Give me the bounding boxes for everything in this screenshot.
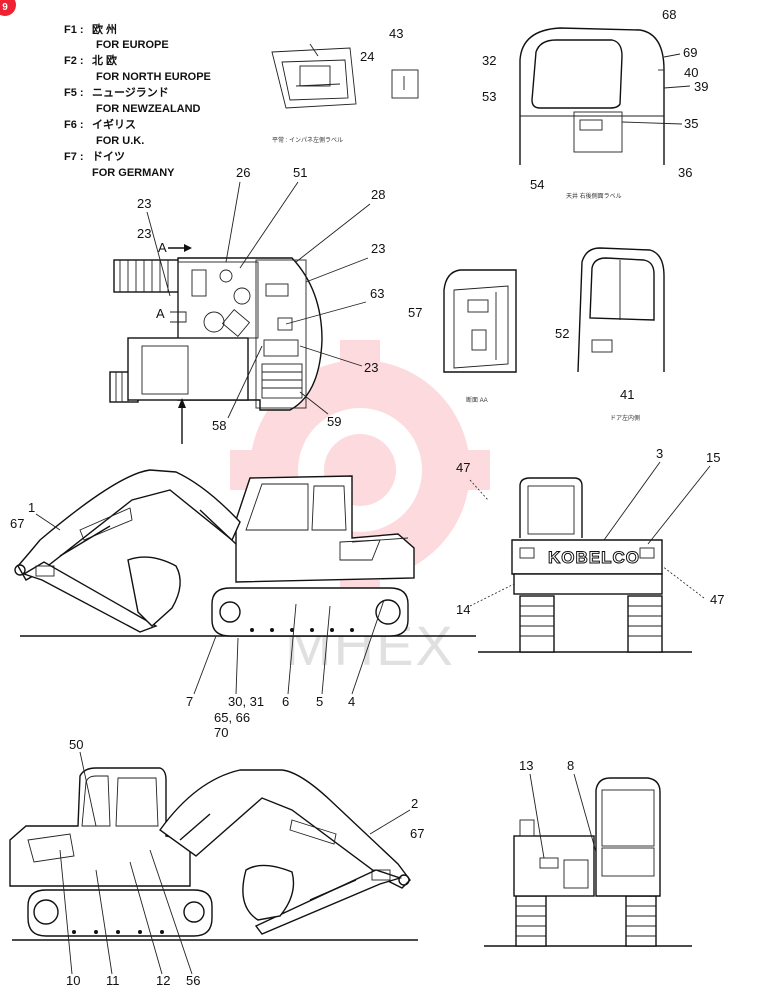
part-58: 58 — [212, 418, 226, 433]
part-23-a: 23 — [137, 196, 151, 211]
excavator-front-view — [484, 777, 692, 947]
panel-caption: 平常 : インパネ左側ラベル — [272, 136, 343, 144]
excavator-side-view-right — [14, 469, 476, 637]
part-a-side: A — [156, 306, 165, 321]
excavator-rear-view: KOBELCO — [478, 477, 692, 653]
part-51: 51 — [293, 165, 307, 180]
door-detail: ドア左内側 — [577, 247, 665, 422]
part-43: 43 — [389, 26, 403, 41]
part-1: 1 — [28, 500, 35, 515]
cab-rear-detail: 天井 右後側面ラベル — [519, 27, 665, 200]
legend-name-f2: FOR NORTH EUROPE — [96, 71, 211, 83]
part-35: 35 — [684, 116, 698, 131]
brand-decal: KOBELCO — [548, 548, 640, 567]
legend-region-f7: ドイツ — [92, 150, 125, 163]
part-4: 4 — [348, 694, 355, 709]
legend-code-f2: F2 : — [64, 55, 84, 67]
part-23-c: 23 — [371, 241, 385, 256]
part-56: 56 — [186, 973, 200, 988]
legend-code-f7: F7 : — [64, 151, 84, 163]
region-legend: F1 : 欧 州 FOR EUROPE F2 : 北 欧 FOR NORTH E… — [64, 22, 211, 179]
part-5: 5 — [316, 694, 323, 709]
part-24: 24 — [360, 49, 374, 64]
legend-region-f1: 欧 州 — [92, 22, 117, 36]
part-32: 32 — [482, 53, 496, 68]
part-53: 53 — [482, 89, 496, 104]
part-14: 14 — [456, 602, 470, 617]
section-view-aa: 断面 AA — [443, 269, 517, 404]
part-6: 6 — [282, 694, 289, 709]
legend-region-f5: ニュージランド — [92, 86, 169, 99]
part-68: 68 — [662, 7, 676, 22]
part-63: 63 — [370, 286, 384, 301]
legend-region-f6: イギリス — [92, 117, 136, 131]
part-30-31: 30, 31 — [228, 694, 264, 709]
part-13: 13 — [519, 758, 533, 773]
part-28: 28 — [371, 187, 385, 202]
part-7: 7 — [186, 694, 193, 709]
part-69: 69 — [683, 45, 697, 60]
part-23-b: 23 — [137, 226, 151, 241]
door-caption: ドア左内側 — [610, 414, 640, 422]
part-54: 54 — [530, 177, 544, 192]
part-8: 8 — [567, 758, 574, 773]
legend-name-f5: FOR NEWZEALAND — [96, 103, 201, 115]
legend-name-f7: FOR GERMANY — [92, 167, 175, 179]
part-10: 10 — [66, 973, 80, 988]
part-26: 26 — [236, 165, 250, 180]
part-15: 15 — [706, 450, 720, 465]
part-36: 36 — [678, 165, 692, 180]
legend-code-f5: F5 : — [64, 87, 84, 99]
cab-side-caption: 天井 右後側面ラベル — [566, 192, 622, 200]
part-67-a: 67 — [10, 516, 24, 531]
part-39: 39 — [694, 79, 708, 94]
legend-code-f1: F1 : — [64, 24, 84, 36]
legend-code-f6: F6 : — [64, 119, 84, 131]
part-47-a: 47 — [456, 460, 470, 475]
part-11: 11 — [106, 973, 120, 988]
part-40: 40 — [684, 65, 698, 80]
plan-view — [109, 244, 323, 444]
view-aa-caption: 断面 AA — [466, 396, 488, 404]
part-65-66: 65, 66 — [214, 710, 250, 725]
part-12: 12 — [156, 973, 170, 988]
part-57: 57 — [408, 305, 422, 320]
part-67-b: 67 — [410, 826, 424, 841]
part-50: 50 — [69, 737, 83, 752]
part-41: 41 — [620, 387, 634, 402]
excavator-side-view-left — [9, 767, 418, 941]
part-2: 2 — [411, 796, 418, 811]
legend-region-f2: 北 欧 — [92, 53, 117, 67]
part-3: 3 — [656, 446, 663, 461]
corner-badge: 9 — [0, 0, 16, 16]
instrument-panel-detail: 平常 : インパネ左側ラベル — [271, 43, 419, 144]
part-a-top: A — [158, 240, 167, 255]
legend-name-f6: FOR U.K. — [96, 135, 144, 147]
part-59: 59 — [327, 414, 341, 429]
part-47-b: 47 — [710, 592, 724, 607]
part-70: 70 — [214, 725, 228, 740]
legend-name-f1: FOR EUROPE — [96, 39, 169, 51]
part-52: 52 — [555, 326, 569, 341]
part-23-d: 23 — [364, 360, 378, 375]
